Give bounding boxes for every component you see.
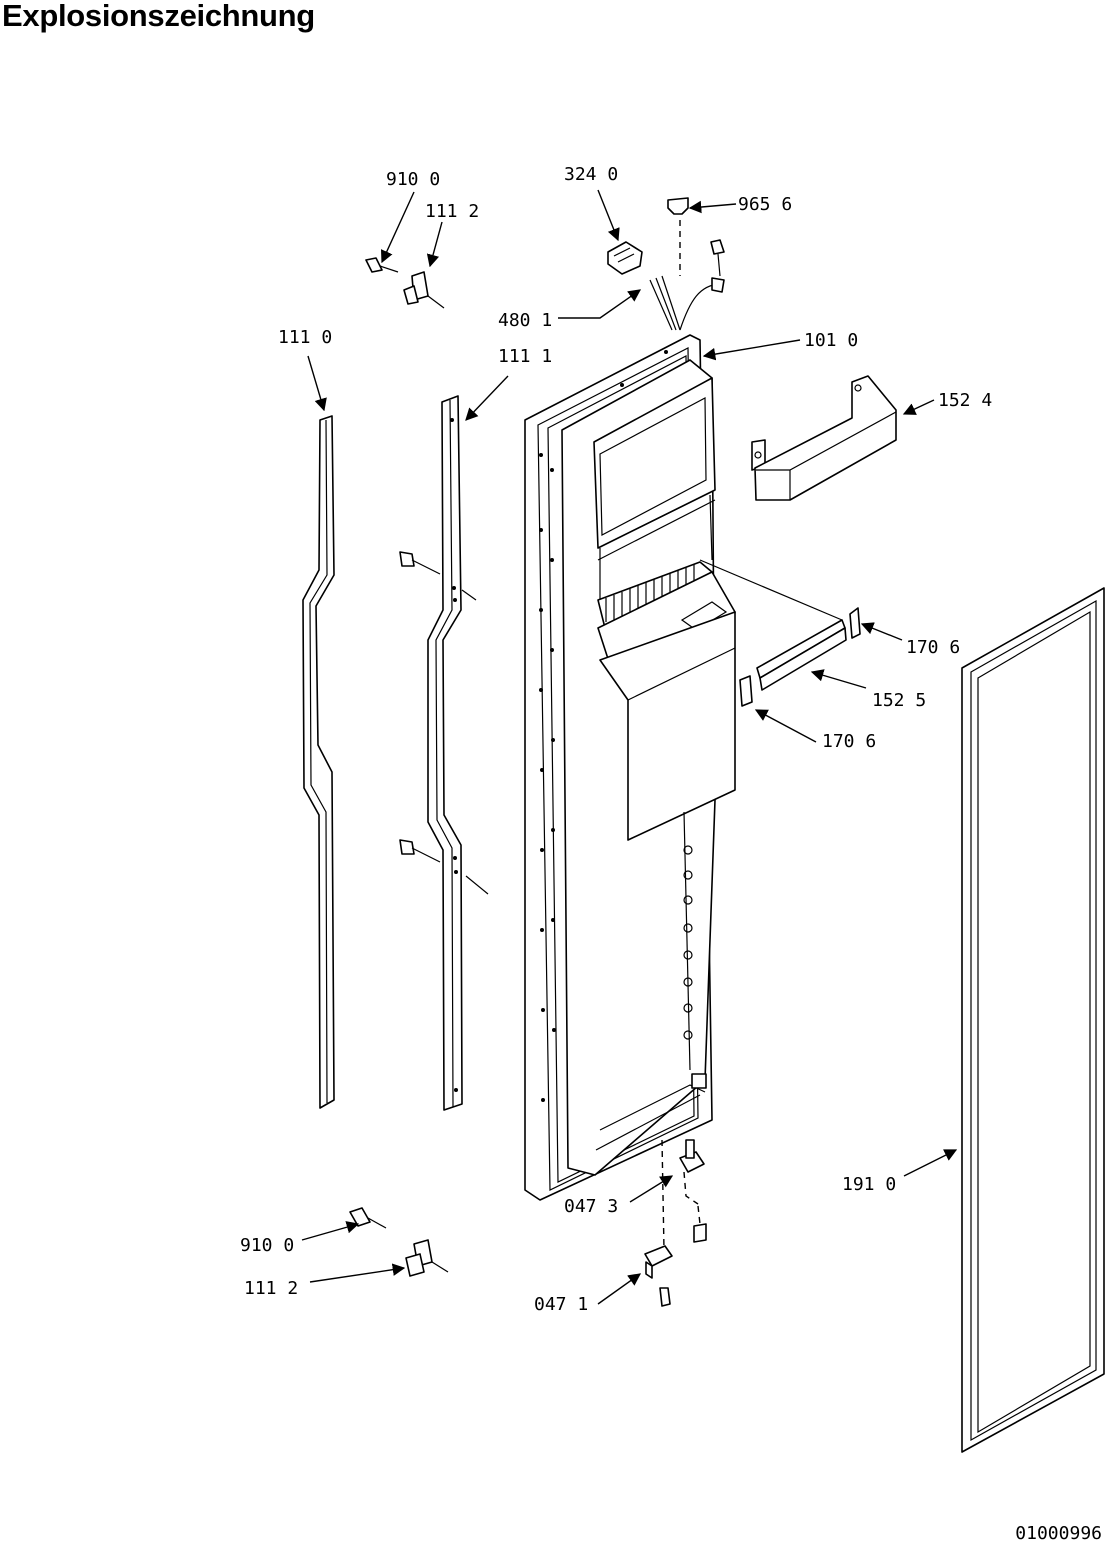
callout-152-4: 152 4: [938, 390, 992, 411]
bar-end-clip-lower: [739, 675, 753, 707]
hinge-bracket-bottom: [405, 1239, 449, 1277]
callout-111-1: 111 1: [498, 346, 552, 367]
wire-harness: [649, 239, 725, 331]
callout-910-0-top: 910 0: [386, 169, 440, 190]
electronic-module: [607, 241, 643, 275]
lamp-icon: [667, 197, 689, 276]
callout-480-1: 480 1: [498, 310, 552, 331]
dispenser-bar: [699, 559, 847, 691]
page-title: Explosionszeichnung: [2, 0, 315, 33]
hinge-pin-lower: [644, 1139, 673, 1307]
callout-965-6: 965 6: [738, 194, 792, 215]
leader-lines: [301, 189, 958, 1305]
callout-111-0: 111 0: [278, 327, 332, 348]
door-gasket: [961, 587, 1105, 1453]
callout-324-0: 324 0: [564, 164, 618, 185]
screw-icon-handle-lower: [399, 839, 489, 895]
callout-101-0: 101 0: [804, 330, 858, 351]
handle-trim-outer: [302, 415, 335, 1109]
hinge-bracket-top: [403, 271, 445, 309]
callout-111-2-bottom: 111 2: [244, 1278, 298, 1299]
callout-191-0: 191 0: [842, 1174, 896, 1195]
door-shelf-bracket: [751, 375, 897, 501]
document-number: 01000996: [1015, 1523, 1102, 1544]
bar-end-clip-upper: [849, 607, 861, 639]
callout-170-6-upper: 170 6: [906, 637, 960, 658]
handle-trim-inner: [427, 395, 463, 1111]
callout-170-6-lower: 170 6: [822, 731, 876, 752]
screw-icon-top: [365, 257, 399, 273]
callout-labels: 910 0 111 2 324 0 965 6 480 1 101 0 111 …: [240, 164, 992, 1315]
callout-047-3: 047 3: [564, 1196, 618, 1217]
hinge-pin-upper: [679, 1139, 707, 1243]
callout-910-0-bottom: 910 0: [240, 1235, 294, 1256]
callout-152-5: 152 5: [872, 690, 926, 711]
callout-047-1: 047 1: [534, 1294, 588, 1315]
screw-icon-handle-upper: [399, 551, 477, 601]
door-panel: [524, 334, 736, 1201]
callout-111-2-top: 111 2: [425, 201, 479, 222]
